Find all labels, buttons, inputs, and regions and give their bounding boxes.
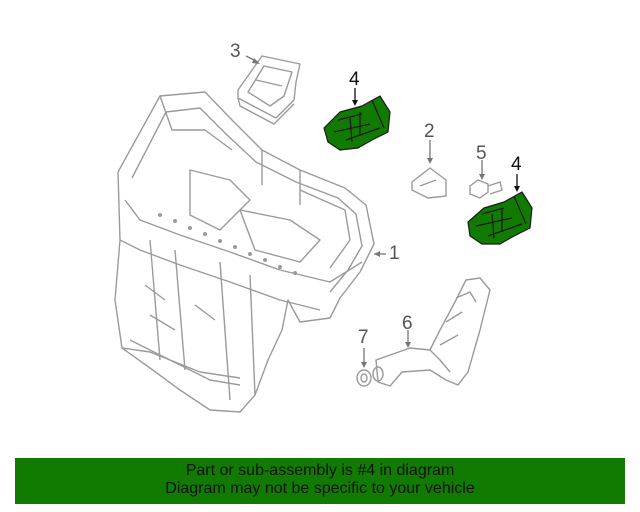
callout-6: 6 xyxy=(402,313,413,334)
callout-5: 5 xyxy=(476,143,487,164)
washer-part-7[interactable] xyxy=(356,369,372,387)
info-banner: Part or sub-assembly is #4 in diagram Di… xyxy=(15,458,625,504)
bracket-part-6[interactable] xyxy=(372,277,491,387)
leader-lines xyxy=(245,55,520,368)
shield-part-2[interactable] xyxy=(411,167,447,199)
callout-2: 2 xyxy=(424,121,435,142)
bolt-part-5[interactable] xyxy=(469,179,503,199)
callout-4-lower: 4 xyxy=(511,154,522,175)
parts-diagram xyxy=(114,55,533,413)
callout-4-upper: 4 xyxy=(349,69,360,90)
callout-7: 7 xyxy=(358,327,369,348)
callout-3: 3 xyxy=(230,41,241,62)
bracket-part-3[interactable] xyxy=(237,55,301,125)
callout-1: 1 xyxy=(389,243,400,264)
banner-line-2: Diagram may not be specific to your vehi… xyxy=(165,480,475,497)
deflector-part-4-upper[interactable] xyxy=(323,95,391,151)
deflector-part-4-lower[interactable] xyxy=(467,191,533,245)
radiator-support-part-1[interactable] xyxy=(114,91,375,413)
banner-line-1: Part or sub-assembly is #4 in diagram xyxy=(185,462,455,479)
